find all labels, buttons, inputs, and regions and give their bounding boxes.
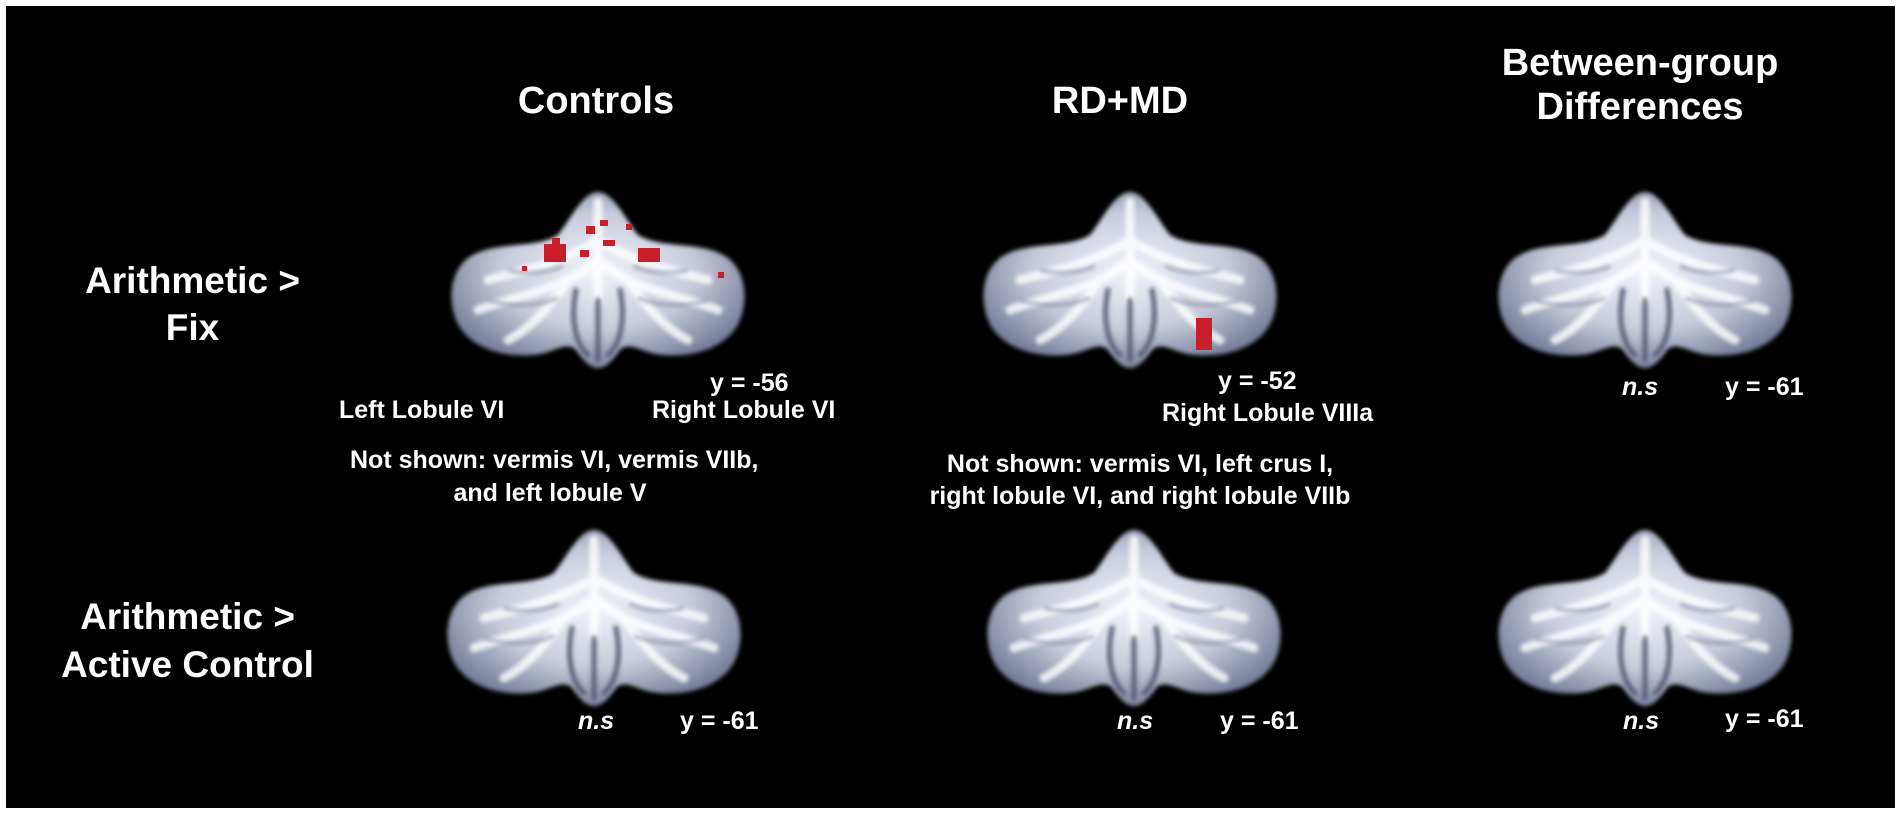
column-title-controls: Controls	[517, 80, 675, 122]
not-significant-label: n.s	[578, 707, 615, 735]
row-title-fix-line1: Arithmetic >	[85, 260, 300, 301]
brain-slice-between-active	[1495, 518, 1795, 718]
region-label-left: Left Lobule VI	[339, 396, 505, 424]
not-shown-note-line2: and left lobule V	[453, 479, 647, 507]
column-title-between-line1: Between-group	[1501, 42, 1779, 84]
not-shown-note-line1: Not shown: vermis VI, vermis VIIb,	[350, 446, 759, 474]
brain-slice-rdmd-active	[984, 518, 1284, 718]
brain-slice-between-fix	[1495, 180, 1795, 380]
activation-cluster	[718, 272, 724, 278]
slice-coordinate: y = -61	[1725, 705, 1804, 733]
row-title-active-line2: Active Control	[61, 644, 314, 685]
column-title-between-line2: Differences	[1536, 86, 1744, 128]
brain-slice-controls-fix	[448, 180, 748, 380]
activation-cluster	[580, 250, 589, 257]
not-significant-label: n.s	[1117, 707, 1154, 735]
activation-cluster-right-lobule-viiia	[1196, 318, 1212, 350]
slice-coordinate: y = -56	[710, 369, 789, 397]
activation-cluster-right-lobule-vi	[638, 248, 660, 262]
not-significant-label: n.s	[1623, 707, 1660, 735]
activation-cluster	[626, 224, 632, 230]
brain-slice-controls-active	[444, 518, 744, 718]
activation-cluster	[603, 240, 615, 246]
activation-cluster-left-lobule-vi	[544, 244, 566, 262]
region-label: Right Lobule VIIIa	[1162, 399, 1374, 427]
activation-cluster	[552, 238, 560, 244]
not-shown-note-line2: right lobule VI, and right lobule VIIb	[929, 482, 1351, 510]
slice-coordinate: y = -61	[1220, 707, 1299, 735]
slice-coordinate: y = -61	[1725, 373, 1804, 401]
activation-cluster	[522, 266, 527, 271]
activation-cluster	[586, 226, 595, 234]
not-significant-label: n.s	[1622, 373, 1659, 401]
slice-coordinate: y = -61	[680, 707, 759, 735]
brain-slice-rdmd-fix	[980, 180, 1280, 380]
row-title-active-line1: Arithmetic >	[80, 596, 295, 637]
activation-clusters	[522, 220, 724, 278]
region-label-right: Right Lobule VI	[652, 396, 836, 424]
row-title-fix-line2: Fix	[165, 307, 220, 348]
slice-coordinate: y = -52	[1218, 367, 1297, 395]
not-shown-note-line1: Not shown: vermis VI, left crus I,	[946, 450, 1334, 478]
column-title-rdmd: RD+MD	[1051, 80, 1189, 122]
activation-cluster	[600, 220, 608, 226]
